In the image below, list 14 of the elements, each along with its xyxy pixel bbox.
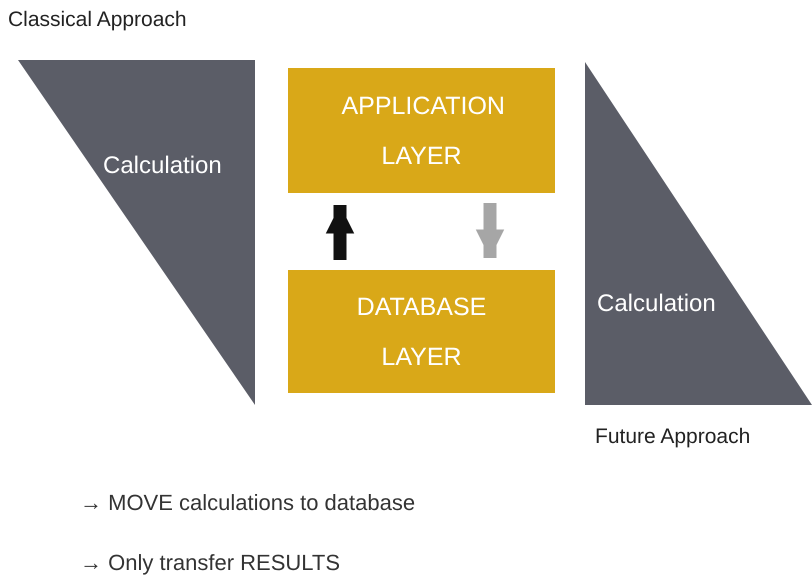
box-label: APPLICATION LAYER — [342, 90, 502, 172]
layer-box — [288, 68, 555, 193]
approach-heading: Classical Approach — [8, 8, 187, 32]
arrow — [326, 205, 354, 260]
shape-label: Calculation — [597, 290, 716, 318]
arrow — [476, 203, 504, 258]
shape-label: Calculation — [103, 152, 222, 180]
box-label: DATABASE LAYER — [356, 292, 488, 372]
triangle-shape — [585, 62, 812, 405]
layer-box — [288, 270, 555, 393]
note-text: → Only transfer RESULTS — [80, 550, 340, 576]
approach-heading: Future Approach — [595, 425, 750, 449]
note-text: → MOVE calculations to database — [80, 490, 416, 516]
triangle-shape — [18, 60, 255, 405]
